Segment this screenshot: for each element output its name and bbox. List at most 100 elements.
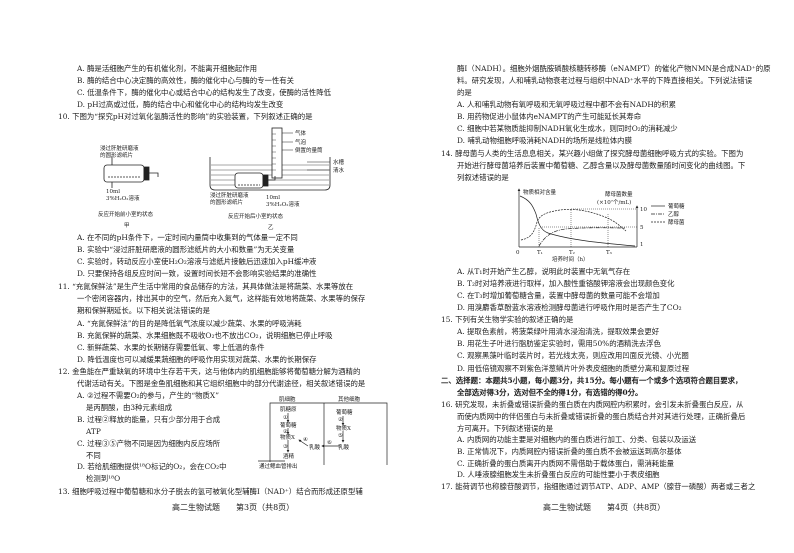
option-line: C. 新鲜蔬菜、水果的长期储存需要低氧、零上低温的条件 [77,343,265,352]
option-line: B. 用药物促进小鼠体内eNAMPT的产生可能延长其寿命 [457,112,642,121]
substance-x-label: 物质X [280,433,295,441]
question-line: 16. 研究发现，未折叠或错误折叠的蛋白质在内质网腔内积累时，会引发未折叠蛋白反… [441,400,744,409]
option-line: B. 酶的结合中心决定酶的高效性，酶的催化中心与酶的专一性有关 [77,76,295,85]
option-line: D. 只要保持各组反应时间一致，设置时间长短不会影响实验结果的准确性 [77,269,317,278]
apparatus-jia [103,156,159,188]
yeast-curve-figure [517,188,665,248]
option-line: B. 实验中“浸过肝脏研磨液的圆形滤纸片的大小和数量”为无关变量 [77,245,295,254]
option-line: B. 充氮保鲜的蔬菜、水果细胞既不吸收O₂也不放出CO₂，说明细胞已停止呼吸 [77,331,333,340]
x-origin: 0 [516,250,520,256]
option-line: A. ②过程不需要O₂的参与，产生的“物质X” [77,391,219,400]
option-line: C. 实验时，转动反应小室使H₂O₂溶液与滤纸片接触后迅速加入pH缓冲液 [77,257,317,266]
text-line: 列叙述错误的是 [457,173,509,182]
question-line: 15. 下列有关生物学实验的叙述正确的是 [441,315,574,324]
section-heading: 二、选择题：本题共5小题，每小题3分，共15分。每小题有一个或多个选项符合题目要… [441,376,743,385]
step-6: ⑥ [327,439,332,446]
question-line: 17. 能荷调节也称腺苷酸调节，指细胞通过调节ATP、ADP、AMP（腺苷一磷酸… [441,482,756,491]
lactate-label-other: 乳酸 [338,443,350,451]
yi-label: 乙 [268,224,274,231]
lactate-label-muscle: 乳酸 [309,443,321,451]
option-line: D. 用低倍镜观察不到紫色洋葱鳞片叶外表皮细胞的质壁分离和复原过程 [457,364,690,373]
option-line: A. 内质网的功能主要是对细胞内的蛋白质进行加工、分类、包装以及运送 [457,435,697,444]
yeast-curve [520,209,627,241]
text-line: 的是 [457,88,472,97]
option-line: D. 降低温度也可以减缓果蔬细胞的呼吸作用实现对蔬菜、水果的长期保存 [77,355,317,364]
legend-ethanol: 乙醇 [668,210,680,218]
question-line: 12. 金鱼能在严重缺氧的环境中生存若干天，这与他体内的肌细胞能够将葡萄糖分解为… [58,367,361,376]
text-line: ATP [86,427,101,436]
x-tick-t1: T₁ [537,250,543,256]
option-line: A. 人和哺乳动物有氧呼吸和无氧呼吸过程中都不会有NADH的积累 [457,100,676,109]
x-tick-t2: T₂ [569,250,575,256]
bubble-label: 气泡 [295,138,307,146]
yi-caption: 反应开始后小室的状态 [228,212,284,220]
option-line: D. 人唾液腺细胞发生未折叠蛋白反应的可能性要小于表皮细胞 [457,470,660,479]
step-2-other: ② [338,416,343,423]
option-line: B. 正常情况下，内质网腔内错误折叠的蛋白质不会被运送到高尔基体 [457,447,682,456]
legend-glucose: 葡萄糖 [668,202,685,210]
step-1: ① [283,414,288,421]
ethanol-label: 酒精 [283,452,295,460]
option-line: A. “充氮保鲜法”的目的是降低氧气浓度以减少蔬菜、水果的呼吸消耗 [77,319,302,328]
ethanol-curve [538,227,626,247]
apparatus-yi [209,127,331,191]
yi-paper-label-2: 的圆形滤纸片 [210,198,243,206]
step-5: ⑤ [338,432,343,439]
option-line: C. 在T₃时增加葡萄糖含量，装置中酵母菌的数量可能不会增加 [457,291,660,300]
glucose-curve [519,195,636,247]
y-axis-right-label-1: 酵母菌数量 [605,190,633,198]
text-line: 料。研究发现，人和哺乳动物衰老过程与组织中NAD⁺水平的下降直接相关。下列说法错… [457,76,753,85]
question-line: 11. “充氮保鲜法”是生产生活中常用的食品储存的方法，其具体做法是将蔬菜、水果… [58,282,354,291]
text-line: 开始进行酵母菌培养后装置中葡萄糖、乙醇含量以及酵母菌数量随时间变化的曲线图。下 [457,161,746,170]
option-line: B. 过程②释放的能量，只有少部分用于合成 [77,415,221,424]
jia-solution-label-2: 3%H₂O₂溶液 [106,194,140,202]
tank-label: 水槽 [333,158,345,166]
gas-label: 气体 [295,129,307,137]
yi-solution-label-2: 3%H₂O₂溶液 [266,200,300,208]
jia-solution-label-1: 10ml [106,189,120,195]
option-line: C. 过程③⑤产物不同是因为细胞内反应场所 [77,439,221,448]
text-line: 是丙酮酸，由3种元素组成 [86,403,173,412]
option-line: C. 低温条件下，酶的催化中心或结合中心的结构发生了改变，使酶的活性降低 [77,88,331,97]
option-line: B. T₂时对培养液进行取样，加入酸性重铬酸钾溶液会出现颜色变化 [457,279,675,288]
text-line: 酶Ⅰ（NADH）。细胞外烟酰胺磷酸核糖转移酶（eNAMPT）的催化产物NMN是合… [457,64,771,73]
option-line: C. 观察黑藻叶临时装片时，若光线太亮，则应改用凹面反光镜、小光圈 [457,351,689,360]
metabolism-diagram [258,402,388,465]
page-3-footer: 高二生物试题 第3页（共8页） [172,503,295,512]
other-cell-label: 其他细胞 [338,395,361,403]
legend-yeast: 酵母菌 [668,218,685,226]
y-axis-right-label-2: (×10⁷个/mL) [597,199,631,206]
option-line: A. 酶是活细胞产生的有机催化剂，不能离开细胞起作用 [77,64,258,73]
jia-paper-label-2: 的圆形滤纸片 [100,151,133,159]
glucose-label: 葡萄糖 [280,421,297,429]
step-4: ④ [303,436,308,443]
text-line: 代谢活动有关。下图是金鱼肌细胞和其它组织细胞中的部分代谢途径，相关叙述错误的是 [77,379,366,388]
text-line: 方可离开。下列叙述错误的是 [457,424,554,433]
text-line: 不同 [86,451,101,460]
y-tick-10: 10 [640,207,647,213]
question-line: 10. 下图为“探究pH对过氧化氢酶活性的影响”的实验装置，下列叙述正确的是 [58,112,313,121]
question-line: 14. 酵母菌与人类的生活息息相关，某兴趣小组做了探究酵母菌细胞呼吸方式的实验。… [441,149,744,158]
section-heading: 全部选对得3分，选对但不全的得1分，有选错的得0分。 [457,388,643,397]
option-line: A. 从T₁时开始产生乙醇，说明此时装置中无氧气存在 [457,267,631,276]
option-line: C. 正确折叠的蛋白质离开内质网不需借助于载体蛋白，需消耗能量 [457,459,675,468]
text-line: 检测到¹⁸O [86,474,121,483]
yi-solution-label-1: 10ml [266,195,280,201]
question-line: 13. 细胞呼吸过程中葡萄糖和水分子脱去的氢可被氧化型辅酶Ⅰ（NAD⁺）结合而形… [58,487,363,496]
option-line: C. 细胞中若某物质能抑制NADH氧化生成水，则同时O₂的消耗减少 [457,124,678,133]
x-axis-label: 培养时间（h） [552,255,589,263]
y-tick-5: 5 [640,225,644,231]
option-line: D. 用溴麝香草酚蓝水溶液检测酵母菌进行呼吸作用时是否产生了CO₂ [457,303,682,312]
jia-paper-label-1: 浸过肝脏研磨液 [100,144,139,152]
page-4-footer: 高二生物试题 第4页（共8页） [543,503,666,512]
glucose-label-other: 葡萄糖 [336,408,353,416]
option-line: D. pH过高或过低，酶的结合中心和催化中心的结构均发生改变 [77,100,284,109]
water-label: 清水 [333,166,345,174]
option-line: A. 在不同的pH条件下，一定时间内量筒中收集到的气体量一定不同 [77,233,298,242]
x-tick-t3: T₃ [606,250,612,256]
option-line: B. 用花生子叶进行脂肪鉴定实验时，需用50%的酒精洗去浮色 [457,339,661,348]
substance-x-label-other: 物质X [336,424,351,432]
glycogen-label: 肌糖原 [280,405,297,413]
text-line: 期和保鲜期延长。以下相关说法错误的是 [77,306,211,315]
